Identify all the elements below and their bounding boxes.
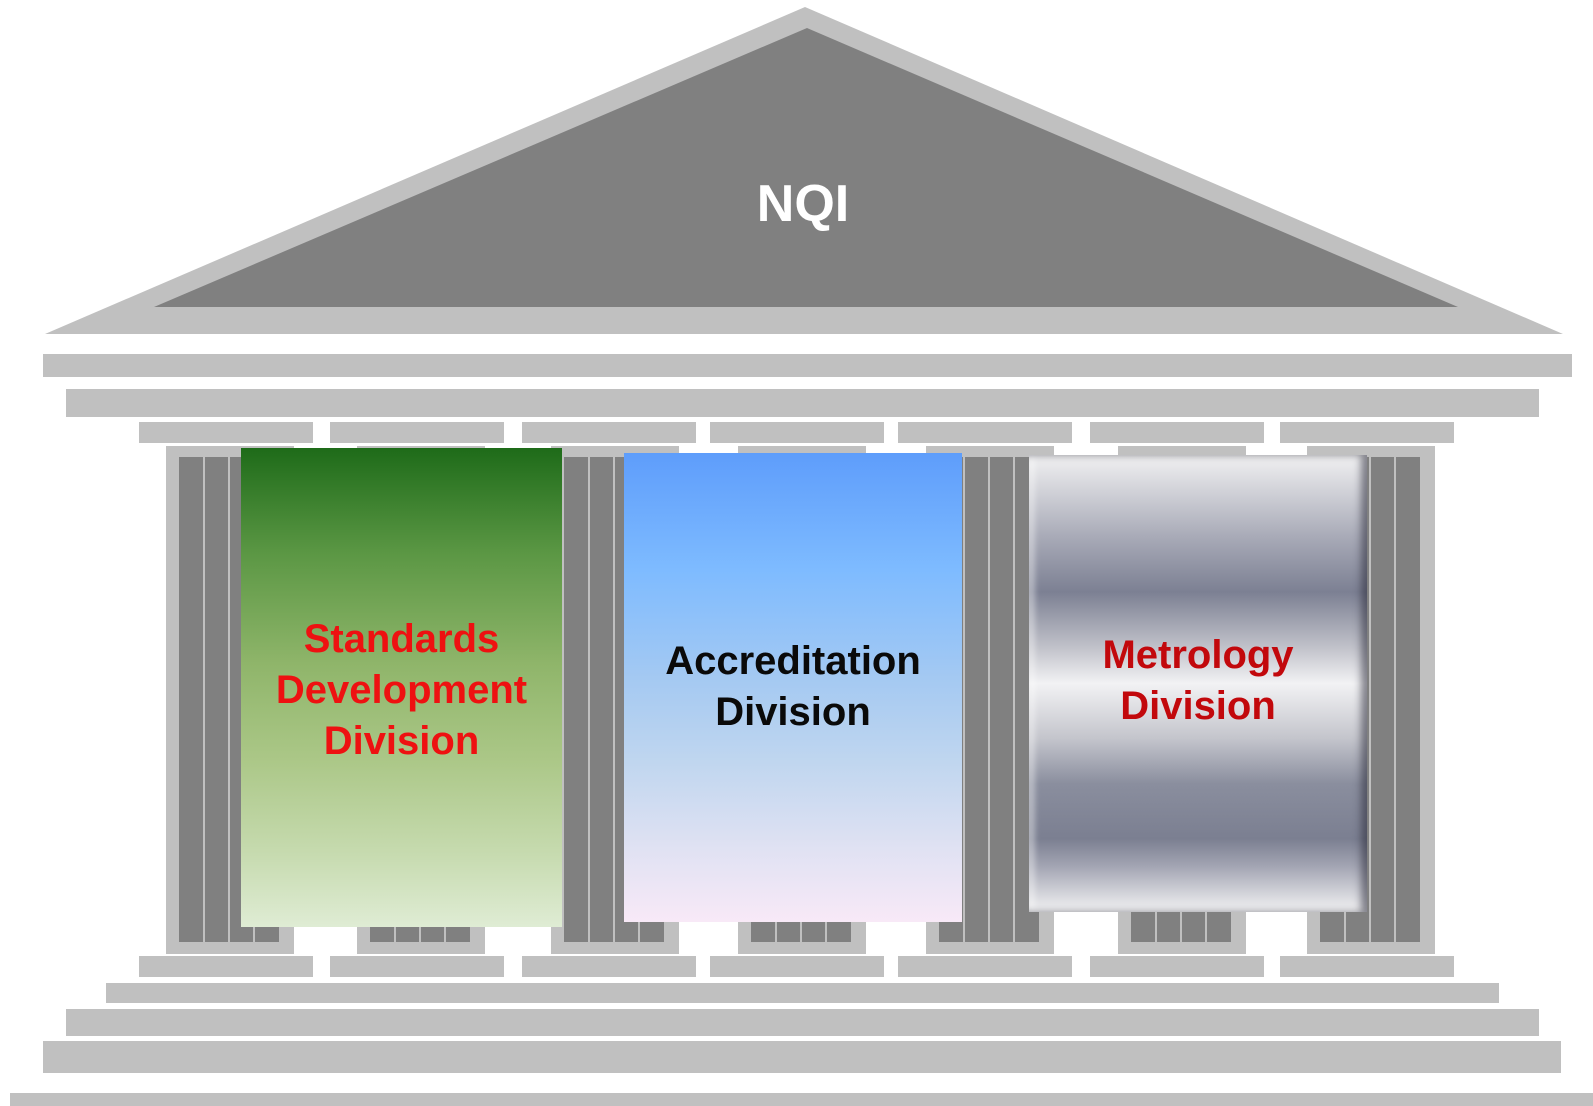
column-capitals — [139, 422, 1454, 443]
column-bases — [139, 956, 1454, 977]
step-3 — [43, 1041, 1561, 1073]
pillar-label-line: Division — [715, 689, 871, 734]
entablature-top — [43, 354, 1572, 377]
pillar-label: Accreditation Division — [665, 636, 921, 738]
pillar-label-line: Metrology — [1102, 633, 1294, 677]
pillar-metrology-division: Metrology Division — [1029, 455, 1367, 912]
step-1 — [106, 983, 1499, 1003]
pillar-label-line: Accreditation — [665, 638, 921, 683]
pillar-label-line: Development — [275, 668, 528, 712]
pillar-label-line: Division — [323, 719, 480, 763]
pillar-label: Metrology Division — [1102, 630, 1293, 732]
pillar-label: Standards Development Division — [276, 614, 527, 767]
pillar-standards-development-division: Standards Development Division — [241, 448, 562, 927]
roof-title: NQI — [757, 175, 849, 233]
pillar-accreditation-division: Accreditation Division — [624, 453, 962, 922]
step-4 — [10, 1093, 1593, 1106]
step-2 — [66, 1009, 1539, 1036]
pillar-label-line: Standards — [303, 617, 500, 661]
roof-inner — [154, 28, 1458, 307]
pillar-label-line: Division — [1120, 684, 1276, 728]
entablature-lower — [66, 389, 1539, 417]
